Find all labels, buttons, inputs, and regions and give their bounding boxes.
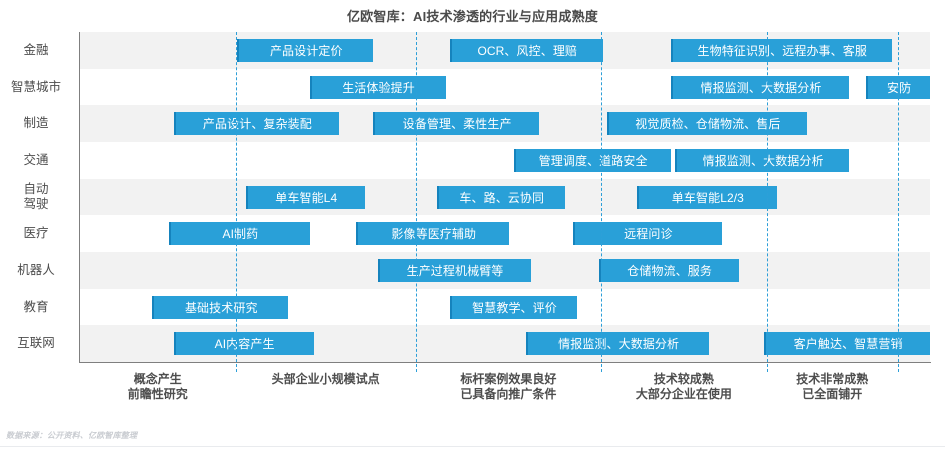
y-axis-line <box>79 32 80 363</box>
x-axis-label-line: 概念产生 <box>133 372 182 386</box>
bar-1-0[interactable]: 生活体验提升 <box>309 75 446 99</box>
row-label-3: 交通 <box>0 153 72 168</box>
x-axis-label-line: 技术较成熟 <box>653 372 714 386</box>
page-title: 亿欧智库：AI技术渗透的行业与应用成熟度 <box>346 9 598 24</box>
x-axis-label-line: 前瞻性研究 <box>127 387 188 401</box>
bar-6-0[interactable]: 生产过程机械臂等 <box>377 258 531 282</box>
row-label-8: 互联网 <box>0 336 72 351</box>
bar-8-0[interactable]: AI内容产生 <box>173 332 314 356</box>
row-label-4: 自动驾驶 <box>0 182 72 212</box>
x-axis-label-line: 已具备向推广条件 <box>460 387 557 401</box>
stage-divider-3 <box>766 32 768 372</box>
x-axis-label-3: 技术较成熟大部分企业在使用 <box>594 372 774 402</box>
bar-0-2[interactable]: 生物特征识别、远程办事、客服 <box>670 38 892 62</box>
row-label-line: 制造 <box>23 116 49 131</box>
bar-3-1[interactable]: 情报监测、大数据分析 <box>675 148 850 172</box>
row-label-line: 驾驶 <box>23 197 49 211</box>
x-axis-label-line: 技术非常成熟 <box>796 372 869 386</box>
x-axis-label-0: 概念产生前瞻性研究 <box>68 372 248 402</box>
bar-2-1[interactable]: 设备管理、柔性生产 <box>373 112 539 136</box>
bar-4-1[interactable]: 车、路、云协同 <box>437 185 565 209</box>
row-label-5: 医疗 <box>0 226 72 241</box>
stage-divider-0 <box>235 32 237 372</box>
x-axis-label-1: 头部企业小规模试点 <box>236 372 416 387</box>
bar-8-2[interactable]: 客户触达、智慧营销 <box>764 332 930 356</box>
bar-7-0[interactable]: 基础技术研究 <box>152 295 289 319</box>
x-axis-label-4: 技术非常成熟已全面铺开 <box>742 372 922 402</box>
row-label-0: 金融 <box>0 43 72 58</box>
row-label-line: 金融 <box>23 42 49 57</box>
bar-1-1[interactable]: 情报监测、大数据分析 <box>670 75 850 99</box>
x-axis-label-line: 头部企业小规模试点 <box>271 372 380 386</box>
bar-8-1[interactable]: 情报监测、大数据分析 <box>526 332 709 356</box>
bar-4-0[interactable]: 单车智能L4 <box>245 185 365 209</box>
row-label-2: 制造 <box>0 116 72 131</box>
bar-2-2[interactable]: 视觉质检、仓储物流、售后 <box>607 112 807 136</box>
row-label-1: 智慧城市 <box>0 80 72 95</box>
bar-5-0[interactable]: AI制药 <box>169 222 310 246</box>
row-label-line: 智慧城市 <box>10 79 61 94</box>
bar-5-2[interactable]: 远程问诊 <box>573 222 722 246</box>
row-label-line: 医疗 <box>23 226 49 241</box>
x-axis-label-line: 大部分企业在使用 <box>635 387 732 401</box>
bar-7-1[interactable]: 智慧教学、评价 <box>449 295 578 319</box>
x-axis-label-line: 标杆案例效果良好 <box>460 372 557 386</box>
bar-6-1[interactable]: 仓储物流、服务 <box>598 258 739 282</box>
row-label-line: 教育 <box>23 299 49 314</box>
row-label-6: 机器人 <box>0 263 72 278</box>
bar-2-0[interactable]: 产品设计、复杂装配 <box>173 112 340 136</box>
bar-0-0[interactable]: 产品设计定价 <box>237 38 374 62</box>
footer-divider <box>0 446 945 447</box>
row-label-line: 交通 <box>23 152 49 167</box>
stage-divider-4 <box>897 32 899 372</box>
x-axis-label-line: 已全面铺开 <box>802 387 863 401</box>
row-label-7: 教育 <box>0 300 72 315</box>
row-label-line: 自动 <box>23 182 49 196</box>
bar-5-1[interactable]: 影像等医疗辅助 <box>356 222 510 246</box>
bar-3-0[interactable]: 管理调度、道路安全 <box>513 148 671 172</box>
x-axis-line <box>79 362 931 363</box>
row-label-line: 机器人 <box>17 262 55 277</box>
x-axis-label-2: 标杆案例效果良好已具备向推广条件 <box>418 372 598 402</box>
bar-0-1[interactable]: OCR、风控、理赔 <box>449 38 603 62</box>
stage-divider-1 <box>415 32 417 372</box>
stage-divider-2 <box>601 32 603 372</box>
row-label-line: 互联网 <box>17 336 55 351</box>
bar-4-2[interactable]: 单车智能L2/3 <box>636 185 777 209</box>
source-note: 数据来源：公开资料、亿欧智库整理 <box>6 431 138 440</box>
